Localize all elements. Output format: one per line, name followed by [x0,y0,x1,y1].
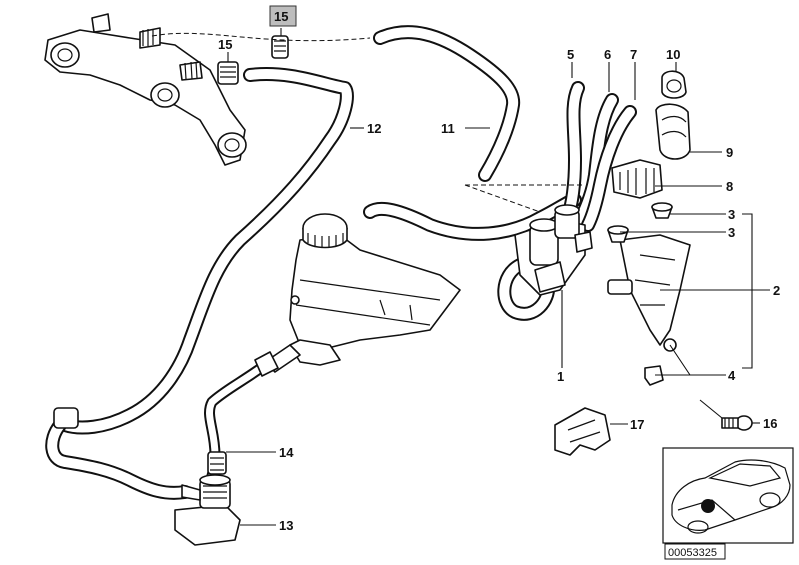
callout-10: 10 [666,47,680,62]
bracket-2 [607,234,691,352]
clip-17 [554,407,611,456]
callout-5: 5 [567,47,574,62]
callout-17: 17 [630,417,644,432]
hose-7 [581,105,637,232]
ref-number-box [664,543,726,560]
hose-11 [373,25,521,182]
callout-1: 1 [557,369,564,384]
screw-16 [721,415,753,431]
hose-5 [561,81,585,222]
callout-2: 2 [773,283,780,298]
ref-number: 00053325 [668,547,717,559]
callout-14: 14 [279,445,294,460]
hose-return [45,418,192,500]
hose-clamp-15-upper [271,35,289,59]
hose-14-fitting [207,451,227,475]
grommet-3-upper [651,202,673,219]
auxiliary-water-pump-13 [174,474,241,546]
callout-15: 15 [218,37,232,52]
callout-11: 11 [441,121,455,136]
expansion-tank [264,213,461,373]
hose-valve-loop [497,258,556,321]
callout-15-boxed: 15 [274,9,288,24]
hose-12-end-clamp [53,407,79,429]
callout-6: 6 [604,47,611,62]
dashed-connector-15 [151,32,371,42]
clamp-10 [661,70,687,99]
callout-9: 9 [726,145,733,160]
dashed-connector-valve [464,184,585,213]
clip-4 [644,365,664,386]
engine-coolant-flange [44,13,247,166]
callout-3-lower: 3 [728,225,735,240]
hose-clamp-15-lower [217,61,239,85]
leader-lines [226,28,770,526]
callout-12: 12 [367,121,381,136]
callout-8: 8 [726,179,733,194]
hose-12 [58,67,354,435]
callout-16: 16 [763,416,777,431]
callout-4: 4 [728,368,736,383]
hose-6 [573,93,619,227]
bracket-8 [611,159,663,199]
tank-outlet-fitting [254,351,279,377]
heater-valve-1 [514,204,593,296]
grommet-3-lower [607,225,629,243]
callout-13: 13 [279,518,293,533]
callout-15-boxed-bg [269,5,297,27]
car-locator-inset [662,447,794,544]
callout-3-upper: 3 [728,207,735,222]
callout-7: 7 [630,47,637,62]
clamp-9 [655,103,691,160]
